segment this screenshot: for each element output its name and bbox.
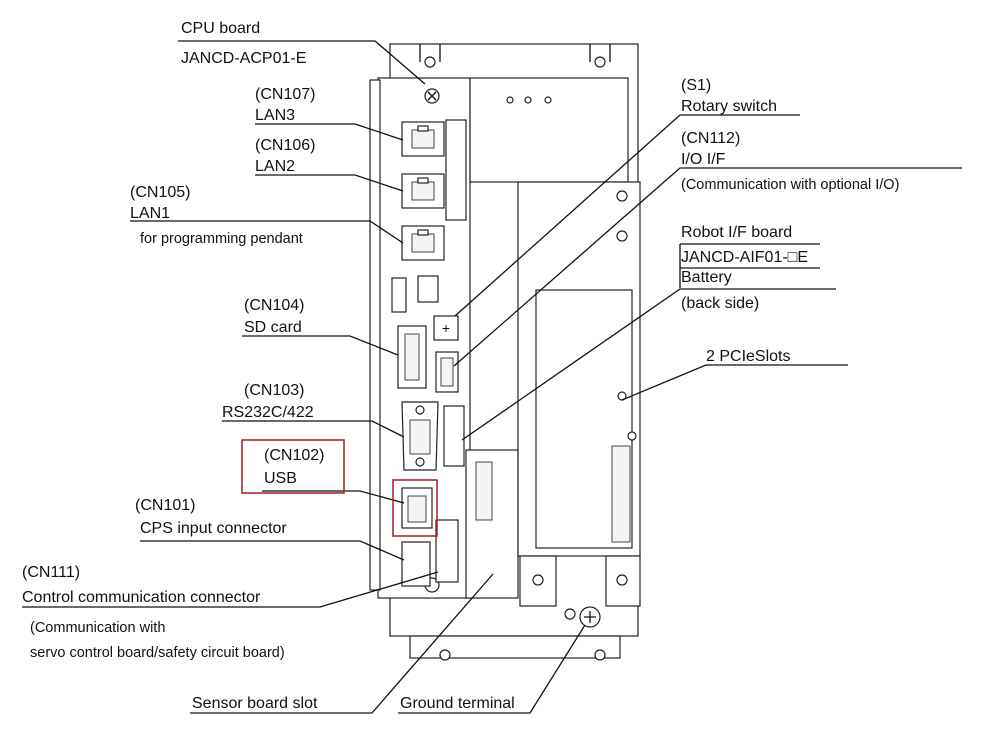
cn112-name: I/O I/F [681, 151, 726, 168]
pcie-slot-bracket [611, 445, 631, 543]
cpu-board-title: CPU board [181, 20, 260, 37]
labels: CPU board JANCD-ACP01-E (CN107) LAN3 (CN… [22, 20, 899, 712]
small-switch-right [417, 275, 439, 303]
cn106-id: (CN106) [255, 137, 315, 154]
hole-2 [524, 96, 532, 104]
cn105-id: (CN105) [130, 184, 190, 201]
ground-terminal[interactable] [564, 606, 601, 628]
robot-if-connector [443, 405, 465, 467]
battery-note: (back side) [681, 295, 759, 312]
s1-id: (S1) [681, 77, 711, 94]
rotary-switch[interactable] [433, 315, 459, 341]
lan3-port[interactable] [401, 121, 445, 157]
pcie-leader [621, 364, 848, 401]
lan1-leader [130, 220, 404, 244]
sensor-slot-label: Sensor board slot [192, 695, 318, 712]
cn111-name: Control communication connector [22, 589, 261, 606]
top-mount-tabs [419, 44, 611, 62]
robot-if-title: Robot I/F board [681, 224, 792, 241]
label-underlines [679, 243, 820, 288]
cpu-top-screw-slot [427, 91, 437, 101]
lan2-leader [255, 174, 404, 192]
board-screw-2 [616, 230, 628, 242]
lan3-leader [255, 123, 404, 141]
cn112-note: (Communication with optional I/O) [681, 177, 899, 193]
cn112-id: (CN112) [681, 130, 740, 147]
cps-leader [140, 540, 405, 561]
robot-if-model: JANCD-AIF01-□E [681, 249, 808, 266]
cn111-note-line2: servo control board/safety circuit board… [30, 645, 285, 661]
cn103-name: RS232C/422 [222, 404, 314, 421]
s1-name: Rotary switch [681, 98, 777, 115]
cn103-id: (CN103) [244, 382, 304, 399]
pcie-label: 2 PCIeSlots [706, 348, 790, 365]
cn107-id: (CN107) [255, 86, 315, 103]
cpu-board-leader [178, 40, 426, 85]
cn105-note: for programming pendant [140, 231, 303, 247]
board-screw-4 [627, 431, 637, 441]
board-screw-1 [616, 190, 628, 202]
callout-lines [22, 40, 962, 714]
cn111-note-line1: (Communication with [30, 620, 165, 636]
sd-card-slot-opening [404, 333, 420, 381]
bottom-left-mount-hole [439, 649, 451, 661]
sd-card-leader [242, 335, 399, 356]
ground-leader [398, 624, 586, 714]
cpu-board-model: JANCD-ACP01-E [181, 50, 306, 67]
cn105-name: LAN1 [130, 205, 170, 222]
cps-input-connector[interactable] [401, 541, 431, 587]
rs232c-pins [409, 419, 431, 455]
hole-1 [506, 96, 514, 104]
cn101-id: (CN101) [135, 497, 195, 514]
cn104-id: (CN104) [244, 297, 304, 314]
cn111-leader [22, 571, 439, 608]
robot-if-leader [461, 288, 836, 441]
rotary-switch-leader [454, 114, 800, 317]
cn104-name: SD card [244, 319, 302, 336]
sensor-slot-leader [190, 573, 494, 714]
rs232c-screw-bottom [415, 457, 425, 467]
lan-label-strip [445, 119, 467, 221]
top-left-mount-hole [424, 56, 436, 68]
battery-label: Battery [681, 269, 732, 286]
rs232c-leader [222, 420, 405, 438]
cn106-name: LAN2 [255, 158, 295, 175]
usb-port-highlight [392, 479, 438, 537]
ground-terminal-label: Ground terminal [400, 695, 515, 712]
sensor-slot-opening [475, 461, 493, 521]
usb-leader [262, 490, 405, 504]
rs232c-screw-top [415, 405, 425, 415]
small-switch-left [391, 277, 407, 313]
lan1-port[interactable] [401, 225, 445, 261]
control-comm-connector[interactable] [435, 519, 459, 583]
controller-unit: + [369, 43, 641, 661]
bottom-right-mount-hole [594, 649, 606, 661]
hole-3 [544, 96, 552, 104]
cn102-id: (CN102) [264, 447, 324, 464]
cn102-name: USB [264, 470, 297, 487]
cn107-name: LAN3 [255, 107, 295, 124]
cn111-id: (CN111) [22, 564, 80, 581]
usb-port-opening [407, 495, 427, 523]
cn102-label-highlight [241, 439, 345, 494]
top-right-mount-hole [594, 56, 606, 68]
io-if-opening [440, 357, 454, 387]
io-if-leader [453, 167, 962, 367]
lan2-port[interactable] [401, 173, 445, 209]
top-right-section [469, 77, 629, 183]
cn101-name: CPS input connector [140, 520, 287, 537]
bracket-screw-right [616, 574, 628, 586]
rotary-switch-plus: + [442, 320, 450, 336]
highlights [241, 439, 438, 537]
bracket-screw-left [532, 574, 544, 586]
cpu-board-edge [369, 79, 381, 591]
